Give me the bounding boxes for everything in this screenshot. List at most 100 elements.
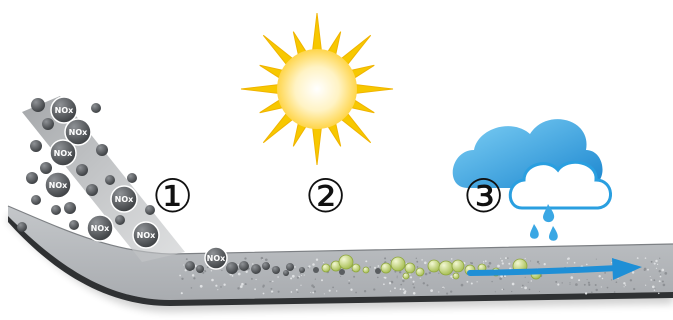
- texture-dot: [394, 287, 396, 289]
- nox-particle: [42, 118, 54, 130]
- texture-dot: [237, 264, 239, 266]
- texture-dot: [292, 275, 295, 278]
- nox-particle: [17, 222, 27, 232]
- nox-particle: [40, 162, 52, 174]
- texture-dot: [652, 285, 655, 288]
- texture-dot: [662, 280, 664, 282]
- texture-dot: [655, 260, 657, 262]
- texture-dot: [466, 281, 468, 283]
- texture-dot: [256, 279, 257, 280]
- texture-dot: [313, 286, 315, 288]
- texture-dot: [350, 289, 352, 291]
- texture-dot: [191, 287, 193, 289]
- texture-dot: [637, 257, 639, 259]
- texture-dot: [633, 288, 635, 290]
- texture-dot: [192, 274, 194, 276]
- texture-dot: [403, 288, 405, 290]
- texture-dot: [238, 268, 240, 270]
- sun-ray: [241, 84, 281, 93]
- texture-dot: [315, 278, 316, 279]
- texture-dot: [656, 268, 657, 269]
- nox-particle: [86, 184, 98, 196]
- surface-nox-particle: [239, 261, 249, 271]
- texture-dot: [340, 276, 341, 277]
- texture-dot: [414, 272, 415, 273]
- texture-dot: [461, 284, 464, 287]
- texture-dot: [632, 271, 634, 273]
- texture-dot: [312, 292, 314, 294]
- texture-dot: [568, 257, 570, 259]
- texture-dot: [502, 262, 504, 264]
- texture-dot: [321, 279, 323, 281]
- texture-dot: [574, 262, 576, 264]
- neutralized-particle: [453, 273, 459, 279]
- texture-dot: [512, 283, 515, 286]
- texture-dot: [625, 284, 626, 285]
- texture-dot: [204, 270, 206, 272]
- texture-dot: [410, 276, 412, 278]
- texture-dot: [528, 282, 529, 283]
- texture-dot: [644, 269, 646, 271]
- texture-dot: [223, 284, 225, 286]
- texture-dot: [420, 278, 421, 279]
- neutralized-particle: [405, 263, 415, 273]
- texture-dot: [421, 259, 423, 261]
- texture-dot: [659, 258, 660, 259]
- texture-dot: [614, 291, 616, 293]
- texture-dot: [314, 290, 316, 292]
- texture-dot: [369, 266, 371, 268]
- texture-dot: [238, 273, 241, 276]
- texture-dot: [585, 292, 587, 294]
- surface-nox-particle: [262, 262, 270, 270]
- texture-dot: [271, 290, 273, 292]
- texture-dot: [332, 286, 334, 288]
- texture-dot: [658, 293, 659, 294]
- neutralized-particle: [322, 264, 330, 272]
- nox-label: NOx: [49, 181, 68, 190]
- texture-dot: [373, 288, 375, 290]
- texture-dot: [237, 287, 239, 289]
- rain-drops: [530, 204, 558, 241]
- texture-dot: [277, 276, 279, 278]
- texture-dot: [430, 289, 433, 292]
- texture-dot: [660, 276, 662, 278]
- texture-dot: [438, 291, 439, 292]
- texture-dot: [507, 257, 508, 258]
- texture-dot: [261, 257, 264, 260]
- texture-dot: [601, 286, 602, 287]
- texture-dot: [503, 289, 504, 290]
- texture-dot: [645, 285, 646, 286]
- texture-dot: [578, 279, 580, 281]
- texture-dot: [323, 262, 324, 263]
- nox-label: NOx: [55, 106, 74, 115]
- texture-dot: [364, 290, 366, 292]
- texture-dot: [417, 266, 419, 268]
- texture-dot: [483, 261, 484, 262]
- texture-dot: [489, 262, 492, 265]
- texture-dot: [300, 285, 301, 286]
- texture-dot: [584, 284, 586, 286]
- texture-dot: [477, 281, 478, 282]
- texture-dot: [624, 286, 625, 287]
- nox-label: NOx: [137, 231, 156, 240]
- surface-nox-particle: [286, 263, 294, 271]
- texture-dot: [501, 260, 503, 262]
- texture-dot: [450, 275, 452, 277]
- texture-dot: [389, 282, 391, 284]
- texture-dot: [557, 283, 559, 285]
- texture-dot: [269, 281, 270, 282]
- texture-dot: [654, 263, 656, 265]
- texture-dot: [530, 260, 531, 261]
- texture-dot: [296, 289, 298, 291]
- texture-dot: [399, 271, 401, 273]
- texture-dot: [297, 291, 298, 292]
- texture-dot: [555, 281, 557, 283]
- nox-label: NOx: [54, 149, 73, 158]
- step-1-marker: ①: [152, 169, 193, 223]
- texture-dot: [502, 289, 503, 290]
- neutralized-particle: [452, 260, 464, 272]
- texture-dot: [400, 288, 402, 290]
- texture-dot: [491, 281, 492, 282]
- texture-dot: [538, 263, 539, 264]
- texture-dot: [390, 290, 391, 291]
